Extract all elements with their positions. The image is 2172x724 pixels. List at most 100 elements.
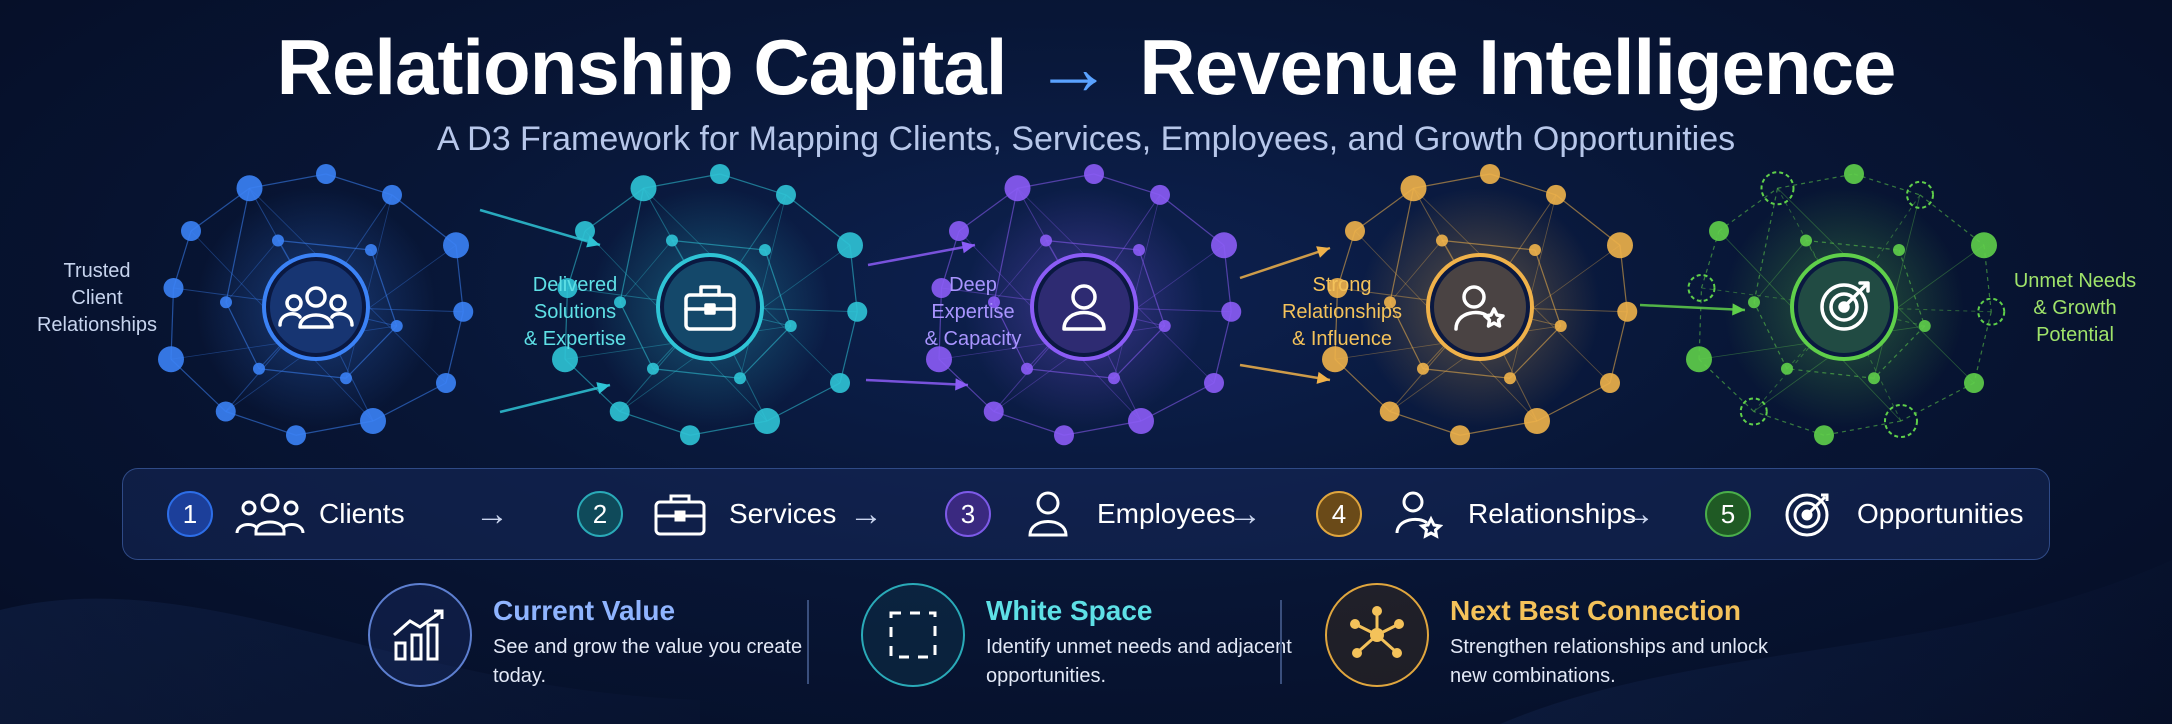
- network-node: [215, 401, 236, 422]
- card-next-best-connection: Next Best Connection Strengthen relation…: [1325, 583, 1768, 693]
- network-edge: [1459, 420, 1538, 436]
- network-edge: [225, 301, 260, 370]
- network-edge: [325, 173, 393, 196]
- cluster-label-line: Deep: [949, 274, 997, 296]
- network-edge: [764, 249, 792, 327]
- network-edge: [1823, 420, 1902, 436]
- network-node: [1918, 320, 1931, 332]
- divider: [1280, 600, 1282, 684]
- network-node: [680, 425, 700, 446]
- title-arrow-icon: →: [1034, 23, 1112, 111]
- network-node: [158, 346, 184, 373]
- step-services[interactable]: 2 Services: [577, 469, 836, 559]
- step-clients[interactable]: 1 Clients: [167, 469, 405, 559]
- network-node: [1868, 372, 1880, 385]
- network-edge: [689, 420, 768, 436]
- divider: [807, 600, 809, 684]
- network-node: [1884, 404, 1918, 438]
- network-node: [1054, 425, 1074, 446]
- network-edge: [739, 194, 787, 379]
- network-edge: [1159, 194, 1225, 246]
- cluster-label-line: Potential: [2036, 324, 2114, 346]
- network-node: [1964, 373, 1984, 393]
- network-edge: [1093, 173, 1161, 196]
- card-description: Identify unmet needs and adjacent opport…: [986, 636, 1292, 687]
- network-edge: [370, 249, 398, 327]
- network-node: [710, 164, 730, 184]
- arrowhead-icon: [596, 382, 610, 394]
- network-node: [1748, 296, 1760, 309]
- network-edge: [1873, 194, 1921, 379]
- network-node: [1108, 372, 1120, 385]
- network-node: [1814, 425, 1834, 446]
- network-node: [1529, 244, 1541, 256]
- step-number: 5: [1705, 491, 1751, 537]
- step-label: Relationships: [1468, 498, 1637, 529]
- network-edge: [1753, 188, 1779, 303]
- network-node: [557, 278, 578, 298]
- network-edge: [839, 311, 858, 384]
- arrowhead-icon: [961, 241, 975, 254]
- network-edge: [225, 188, 251, 303]
- network-node: [1384, 296, 1396, 309]
- network-node: [759, 244, 771, 256]
- network-node: [1617, 301, 1638, 322]
- step-label: Clients: [319, 498, 405, 529]
- network-node: [784, 320, 797, 332]
- title-right: Revenue Intelligence: [1139, 23, 1896, 111]
- network-node: [1546, 184, 1566, 205]
- network-node: [1128, 408, 1154, 434]
- network-icon: [1325, 583, 1429, 687]
- network-edge: [1389, 301, 1424, 370]
- step-number: 1: [167, 491, 213, 537]
- network-node: [1977, 297, 2006, 326]
- network-edge: [1509, 194, 1557, 379]
- network-node: [1554, 320, 1567, 332]
- network-node: [1687, 274, 1716, 302]
- network-edge: [1389, 410, 1461, 436]
- network-node: [1322, 346, 1348, 373]
- network-node: [1221, 301, 1242, 322]
- network-node: [1480, 164, 1500, 184]
- title-left: Relationship Capital: [276, 23, 1008, 111]
- step-employees[interactable]: 3 Employees: [945, 469, 1236, 559]
- network-node: [1800, 234, 1812, 247]
- network-node: [1327, 278, 1348, 298]
- network-node: [1600, 373, 1620, 393]
- network-node: [830, 373, 850, 393]
- network-node: [1204, 373, 1224, 393]
- network-node: [316, 164, 336, 184]
- network-edge: [619, 188, 645, 303]
- network-node: [253, 362, 265, 375]
- cluster-label-line: Solutions: [533, 301, 617, 323]
- network-edge: [739, 325, 792, 379]
- network-node: [443, 232, 469, 259]
- step-relationships[interactable]: 4 Relationships: [1316, 469, 1636, 559]
- bar-chart-icon: [368, 583, 472, 687]
- network-edge: [1509, 325, 1562, 379]
- network-node: [360, 408, 386, 434]
- network-diagram: [158, 164, 2006, 446]
- card-title: Current Value: [493, 595, 676, 626]
- network-node: [1504, 372, 1516, 385]
- network-node: [847, 301, 868, 322]
- network-node: [1345, 221, 1365, 241]
- network-edge: [1113, 194, 1161, 379]
- network-node: [382, 184, 402, 205]
- step-label: Services: [729, 498, 837, 529]
- cluster-label-line: Delivered: [532, 274, 618, 296]
- step-opportunities[interactable]: 5 Opportunities: [1705, 469, 2024, 559]
- network-edge: [1536, 382, 1611, 422]
- arrowhead-icon: [955, 378, 968, 391]
- network-edge: [225, 410, 297, 436]
- network-node: [734, 372, 746, 385]
- network-edge: [1900, 382, 1975, 422]
- network-edge: [1786, 368, 1875, 379]
- network-edge: [1777, 173, 1855, 189]
- arrow-right-icon: →: [475, 494, 509, 533]
- connector-line: [865, 378, 969, 387]
- network-edge: [1489, 173, 1557, 196]
- network-node: [1739, 397, 1768, 426]
- network-node: [926, 346, 952, 373]
